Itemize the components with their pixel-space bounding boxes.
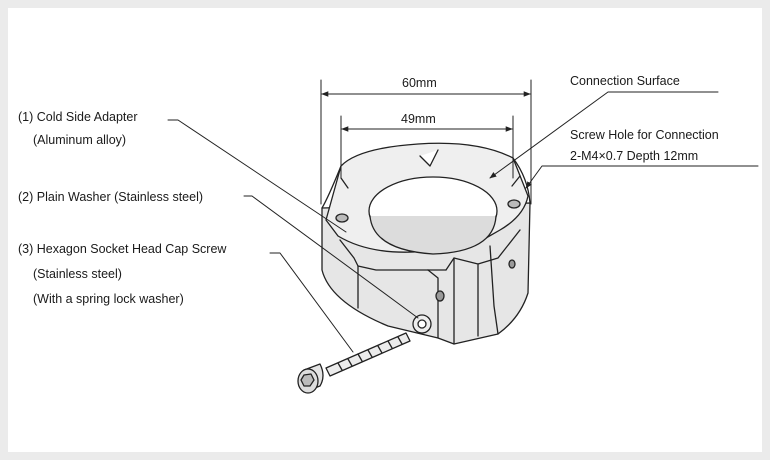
cold-side-adapter-material: (Aluminum alloy) [33,133,127,147]
cold-side-adapter-label: (1) Cold Side Adapter [18,110,138,124]
connection-surface-label: Connection Surface [570,74,680,88]
diagram-panel: 60mm 49mm (1) Cold Side Adapter (Aluminu… [8,8,762,452]
dimension-inner-label: 49mm [401,112,436,126]
leader-lines [167,91,759,353]
dimension-lines [320,79,532,205]
plain-washer [412,314,432,334]
plain-washer-label: (2) Plain Washer (Stainless steel) [18,190,204,204]
screw-hole-label: Screw Hole for Connection [570,128,719,142]
cold-side-adapter [321,142,531,345]
cap-screw-note: (With a spring lock washer) [33,292,184,306]
cap-screw [297,332,411,394]
cap-screw-label: (3) Hexagon Socket Head Cap Screw [18,242,227,256]
adapter-drawing [167,79,759,394]
dimension-outer-label: 60mm [402,76,437,90]
screw-hole-spec: 2-M4×0.7 Depth 12mm [570,149,699,163]
cap-screw-material: (Stainless steel) [33,267,122,281]
